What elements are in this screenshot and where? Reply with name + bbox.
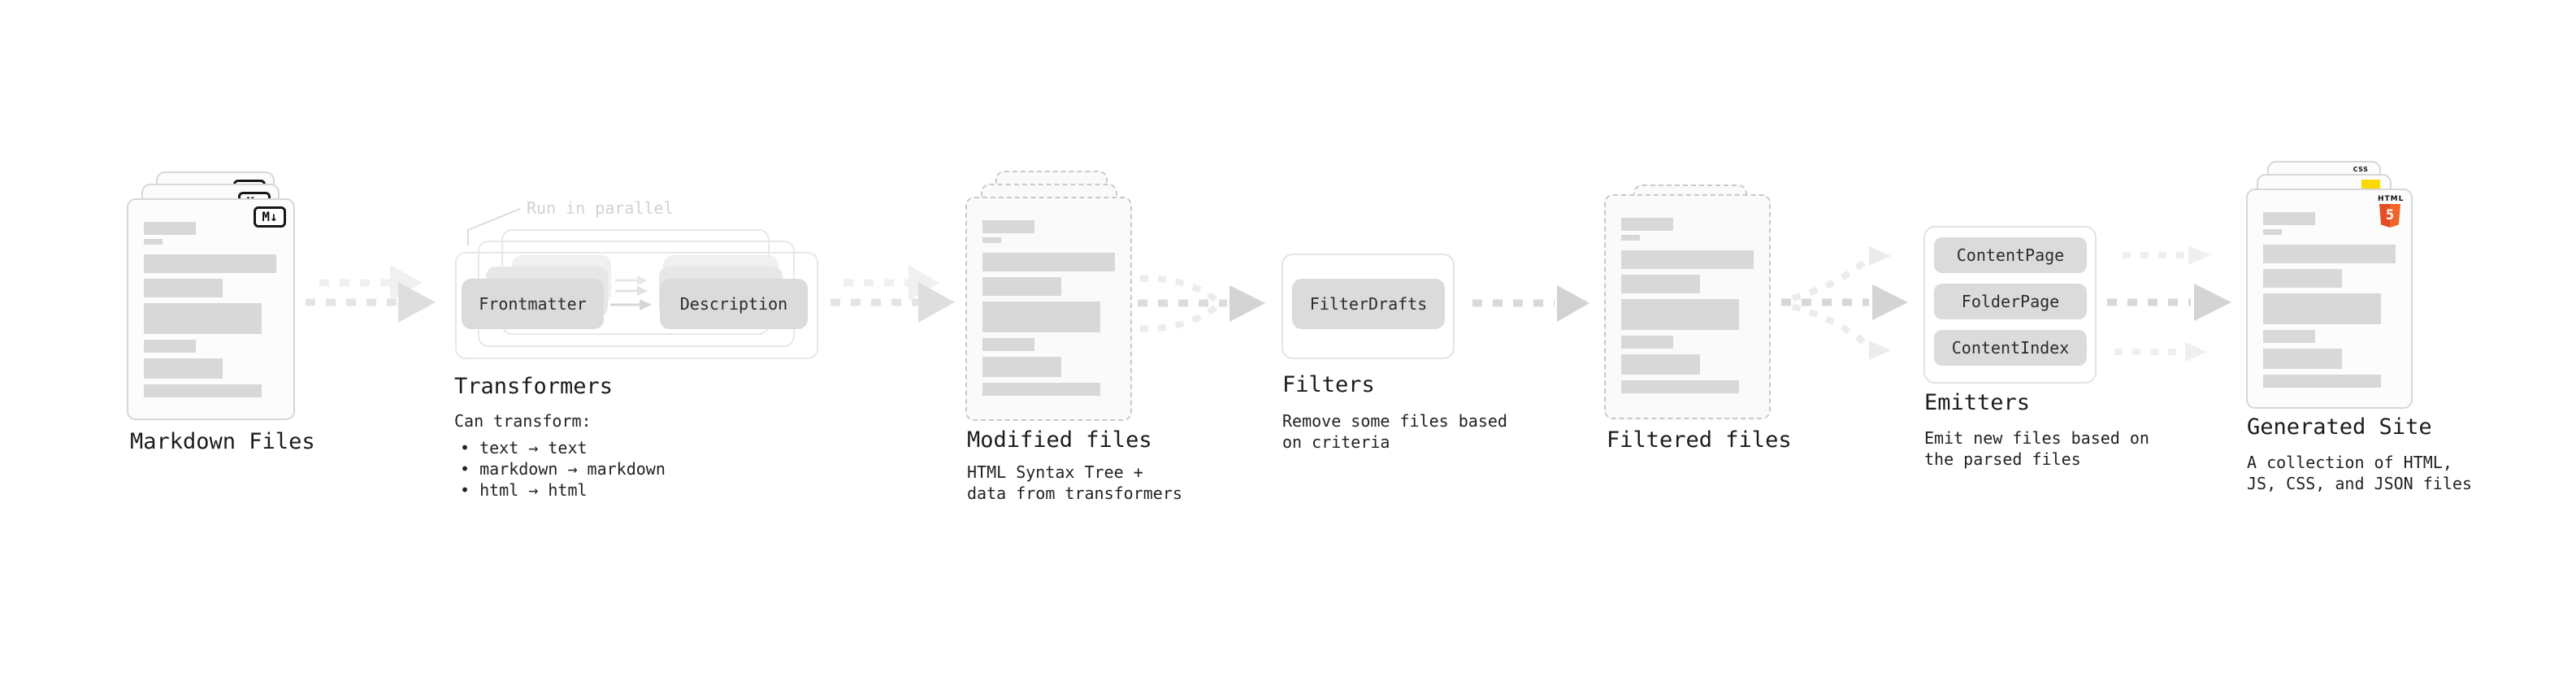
description-line: data from transformers <box>967 484 1182 503</box>
css-icon-label: CSS <box>2353 166 2369 173</box>
skeleton-line <box>2263 229 2282 235</box>
skeleton-line <box>1621 380 1739 393</box>
description-line: JS, CSS, and JSON files <box>2247 474 2472 493</box>
skeleton-line <box>982 338 1034 351</box>
modified-file-card-front <box>965 197 1132 421</box>
document-skeleton <box>1621 218 1754 393</box>
document-skeleton <box>982 220 1115 396</box>
transformers-subtitle: Can transform: <box>454 411 592 431</box>
description-line: Remove some files based <box>1282 411 1507 431</box>
description-line: on criteria <box>1282 432 1390 452</box>
skeleton-line <box>2263 245 2396 263</box>
skeleton-line <box>144 279 223 297</box>
emitters-description: Emit new files based on the parsed files <box>1924 427 2149 470</box>
html5-icon-number: 5 <box>2385 207 2395 223</box>
run-in-parallel-note: Run in parallel <box>527 198 674 218</box>
html5-icon-shield: 5 <box>2379 204 2400 228</box>
skeleton-line <box>982 253 1115 271</box>
javascript-icon <box>2361 180 2380 190</box>
description-line: A collection of HTML, <box>2247 453 2452 472</box>
markdown-files-title: Markdown Files <box>130 429 315 454</box>
transformers-capability-list: • text → text • markdown → markdown • ht… <box>460 437 666 501</box>
description-line: Emit new files based on <box>1924 428 2149 448</box>
folderpage-chip: FolderPage <box>1934 284 2087 319</box>
skeleton-line <box>2263 212 2315 225</box>
skeleton-line <box>2263 269 2342 288</box>
filtered-files-title: Filtered files <box>1607 427 1792 453</box>
filterdrafts-chip: FilterDrafts <box>1292 279 1445 329</box>
skeleton-line <box>2263 375 2381 388</box>
skeleton-line <box>982 220 1034 233</box>
skeleton-line <box>982 301 1100 332</box>
arrow-filters-to-filtered <box>1472 285 1589 322</box>
skeleton-line <box>1621 299 1739 330</box>
document-skeleton <box>2263 212 2396 388</box>
html5-icon: HTML 5 <box>2378 195 2405 228</box>
skeleton-line <box>982 383 1100 396</box>
transformer-frame-front <box>455 252 818 359</box>
filtered-file-card-front <box>1604 194 1771 419</box>
document-skeleton <box>144 222 276 397</box>
skeleton-line <box>144 384 262 397</box>
list-item: • text → text <box>460 438 588 458</box>
arrow-emitters-to-site <box>2107 245 2231 362</box>
description-line: the parsed files <box>1924 449 2081 469</box>
filters-title: Filters <box>1282 372 1375 397</box>
emitters-title: Emitters <box>1924 390 2031 415</box>
arrow-modified-to-filters <box>1138 275 1265 332</box>
generated-site-description: A collection of HTML, JS, CSS, and JSON … <box>2247 452 2472 494</box>
skeleton-line <box>1621 218 1673 231</box>
generated-site-title: Generated Site <box>2247 414 2432 440</box>
skeleton-line <box>982 357 1061 377</box>
arrow-transformers-to-modified <box>830 265 955 323</box>
modified-files-description: HTML Syntax Tree + data from transformer… <box>967 462 1182 504</box>
contentpage-chip: ContentPage <box>1934 237 2087 273</box>
skeleton-line <box>144 254 276 273</box>
contentindex-chip: ContentIndex <box>1934 330 2087 366</box>
skeleton-line <box>144 239 163 245</box>
skeleton-line <box>144 340 196 353</box>
skeleton-line <box>2263 293 2381 324</box>
list-item: • markdown → markdown <box>460 459 666 479</box>
description-chip: Description <box>660 279 808 329</box>
skeleton-line <box>982 237 1001 243</box>
list-item: • html → html <box>460 480 588 500</box>
transformers-title: Transformers <box>454 374 614 399</box>
skeleton-line <box>2263 330 2315 343</box>
filters-description: Remove some files based on criteria <box>1282 410 1507 453</box>
modified-files-title: Modified files <box>967 427 1152 453</box>
skeleton-line <box>144 222 196 235</box>
description-line: HTML Syntax Tree + <box>967 462 1143 482</box>
markdown-icon: M↓ <box>254 206 286 228</box>
frontmatter-chip: Frontmatter <box>462 279 604 329</box>
skeleton-line <box>2263 349 2342 369</box>
skeleton-line <box>1621 336 1673 349</box>
generated-site-card-front: HTML 5 <box>2246 189 2413 409</box>
markdown-file-card-front: M↓ <box>127 198 295 420</box>
skeleton-line <box>144 358 223 379</box>
html5-icon-label: HTML <box>2378 195 2405 203</box>
arrow-markdown-to-transformers <box>306 265 436 323</box>
skeleton-line <box>982 277 1061 296</box>
skeleton-line <box>1621 235 1640 241</box>
skeleton-line <box>1621 275 1700 293</box>
arrow-filtered-to-emitters <box>1781 246 1908 360</box>
skeleton-line <box>144 303 262 334</box>
skeleton-line <box>1621 354 1700 375</box>
skeleton-line <box>1621 250 1754 269</box>
